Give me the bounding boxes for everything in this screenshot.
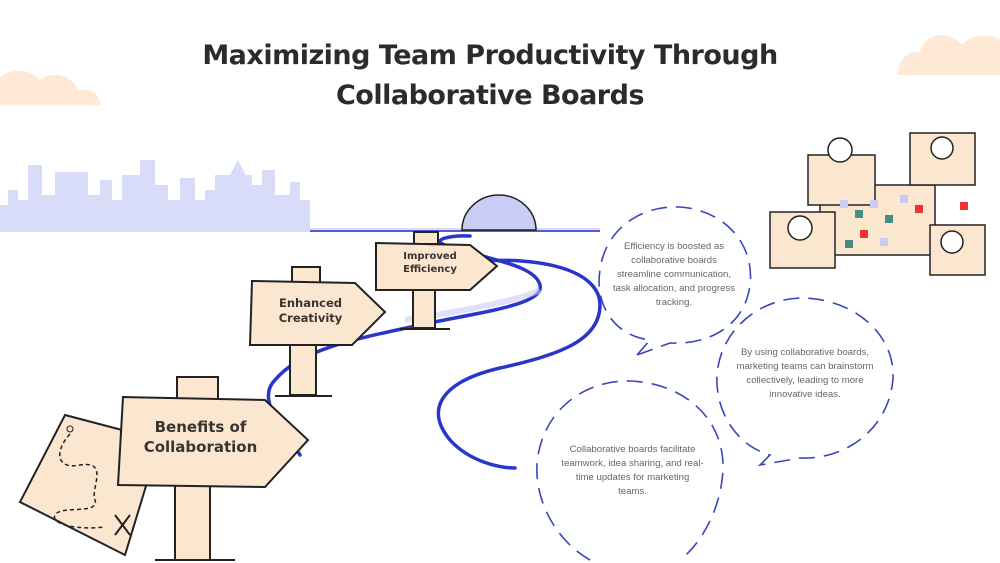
sign-label-creativity: Enhanced Creativity — [258, 296, 363, 326]
sign-label-benefits: Benefits of Collaboration — [128, 418, 273, 457]
signpost-benefits — [116, 376, 310, 561]
bubble-text-collaboration: Collaborative boards facilitate teamwork… — [561, 444, 704, 497]
skyline — [0, 160, 310, 230]
cloud-left — [0, 70, 100, 105]
team-collaboration-illustration — [769, 132, 986, 276]
speech-bubble-1 — [598, 206, 752, 357]
sign-line: Benefits of — [154, 418, 247, 436]
page-title: Maximizing Team Productivity Through Col… — [202, 40, 778, 111]
cloud-right — [898, 35, 1000, 75]
sun — [461, 194, 537, 231]
sign-line: Collaboration — [143, 437, 258, 456]
signpost-creativity — [248, 266, 387, 397]
bubble-text-efficiency: Efficiency is boosted as collaborative b… — [612, 241, 736, 308]
sign-line: Creativity — [278, 310, 343, 325]
bubble-text-creativity: By using collaborative boards, marketing… — [736, 347, 874, 400]
sign-label-efficiency: Improved Efficiency — [380, 250, 480, 276]
speech-bubble-2 — [716, 297, 894, 467]
signpost-efficiency — [375, 231, 499, 330]
sign-line: Efficiency — [403, 264, 457, 275]
speech-bubble-3 — [536, 380, 724, 561]
sign-line: Enhanced — [278, 296, 343, 310]
sign-line: Improved — [403, 251, 457, 262]
